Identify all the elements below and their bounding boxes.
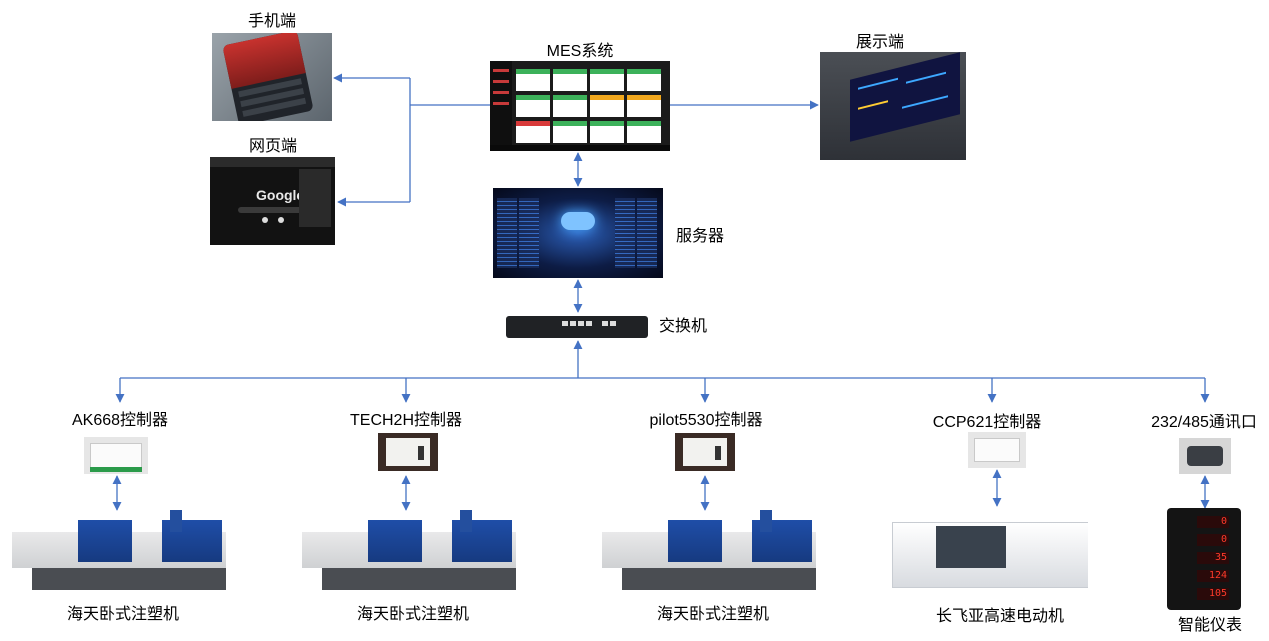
serial-port-label: 232/485通讯口 — [1151, 414, 1257, 431]
display-wall-image — [820, 52, 966, 160]
machine-3-label: 海天卧式注塑机 — [656, 606, 770, 623]
machine-2-label: 海天卧式注塑机 — [356, 606, 470, 623]
google-logo: Google — [256, 187, 305, 203]
injection-machine-3-image — [602, 510, 816, 590]
injection-machine-1-image — [12, 510, 226, 590]
serial-port-image — [1179, 438, 1231, 474]
switch-label: 交换机 — [659, 318, 708, 335]
electric-machine-image — [892, 508, 1088, 600]
controller-tech2h-image — [378, 433, 438, 471]
controller-ccp621-image — [968, 432, 1026, 468]
cloud-icon — [561, 212, 595, 230]
machine-1-label: 海天卧式注塑机 — [66, 606, 180, 623]
phone-image — [212, 33, 332, 121]
web-label: 网页端 — [248, 138, 298, 155]
mes-label: MES系统 — [546, 43, 614, 60]
machine-4-label: 长飞亚高速电动机 — [935, 608, 1065, 625]
phone-label: 手机端 — [247, 13, 297, 30]
display-label: 展示端 — [855, 34, 905, 51]
controller-pilot5530-image — [675, 433, 735, 471]
smart-meter-image: 0 0 35 124 105 — [1167, 508, 1241, 610]
controller-pilot5530-label: pilot5530控制器 — [649, 412, 763, 429]
controller-tech2h-label: TECH2H控制器 — [349, 412, 463, 429]
injection-machine-2-image — [302, 510, 516, 590]
server-image — [493, 188, 663, 278]
controller-ak668-image — [84, 437, 148, 474]
mes-dashboard-image — [490, 61, 670, 151]
network-switch-image — [506, 316, 648, 338]
server-label: 服务器 — [676, 228, 725, 245]
smart-meter-label: 智能仪表 — [1177, 617, 1243, 634]
controller-ccp621-label: CCP621控制器 — [932, 414, 1042, 431]
web-browser-image: Google — [210, 157, 335, 245]
controller-ak668-label: AK668控制器 — [71, 412, 169, 429]
